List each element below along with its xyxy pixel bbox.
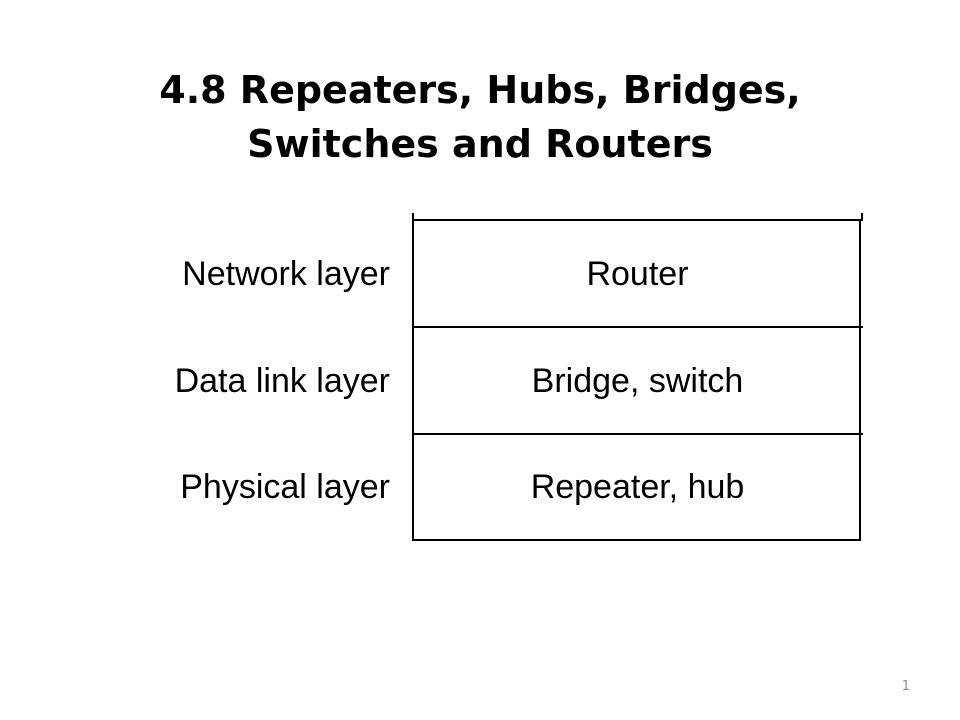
layer-label-data-link: Data link layer: [174, 362, 390, 400]
right-tick-mark: [861, 213, 863, 219]
slide-title: 4.8 Repeaters, Hubs, Bridges, Switches a…: [0, 63, 960, 171]
slide-title-line-1: 4.8 Repeaters, Hubs, Bridges,: [159, 68, 801, 113]
row-divider-1: [412, 326, 863, 328]
page-number: 1: [901, 679, 910, 694]
layer-label-network: Network layer: [182, 255, 390, 293]
row-divider-2: [412, 433, 863, 435]
device-cell-bridge-switch: Bridge, switch: [531, 362, 744, 400]
left-tick-mark: [412, 213, 414, 219]
layer-label-physical: Physical layer: [180, 468, 390, 506]
table-top-rule: [412, 219, 863, 221]
device-cell-router: Router: [586, 255, 689, 293]
device-table-frame: [412, 219, 861, 541]
slide-title-line-2: Switches and Routers: [247, 122, 713, 167]
device-cell-repeater-hub: Repeater, hub: [530, 468, 745, 506]
